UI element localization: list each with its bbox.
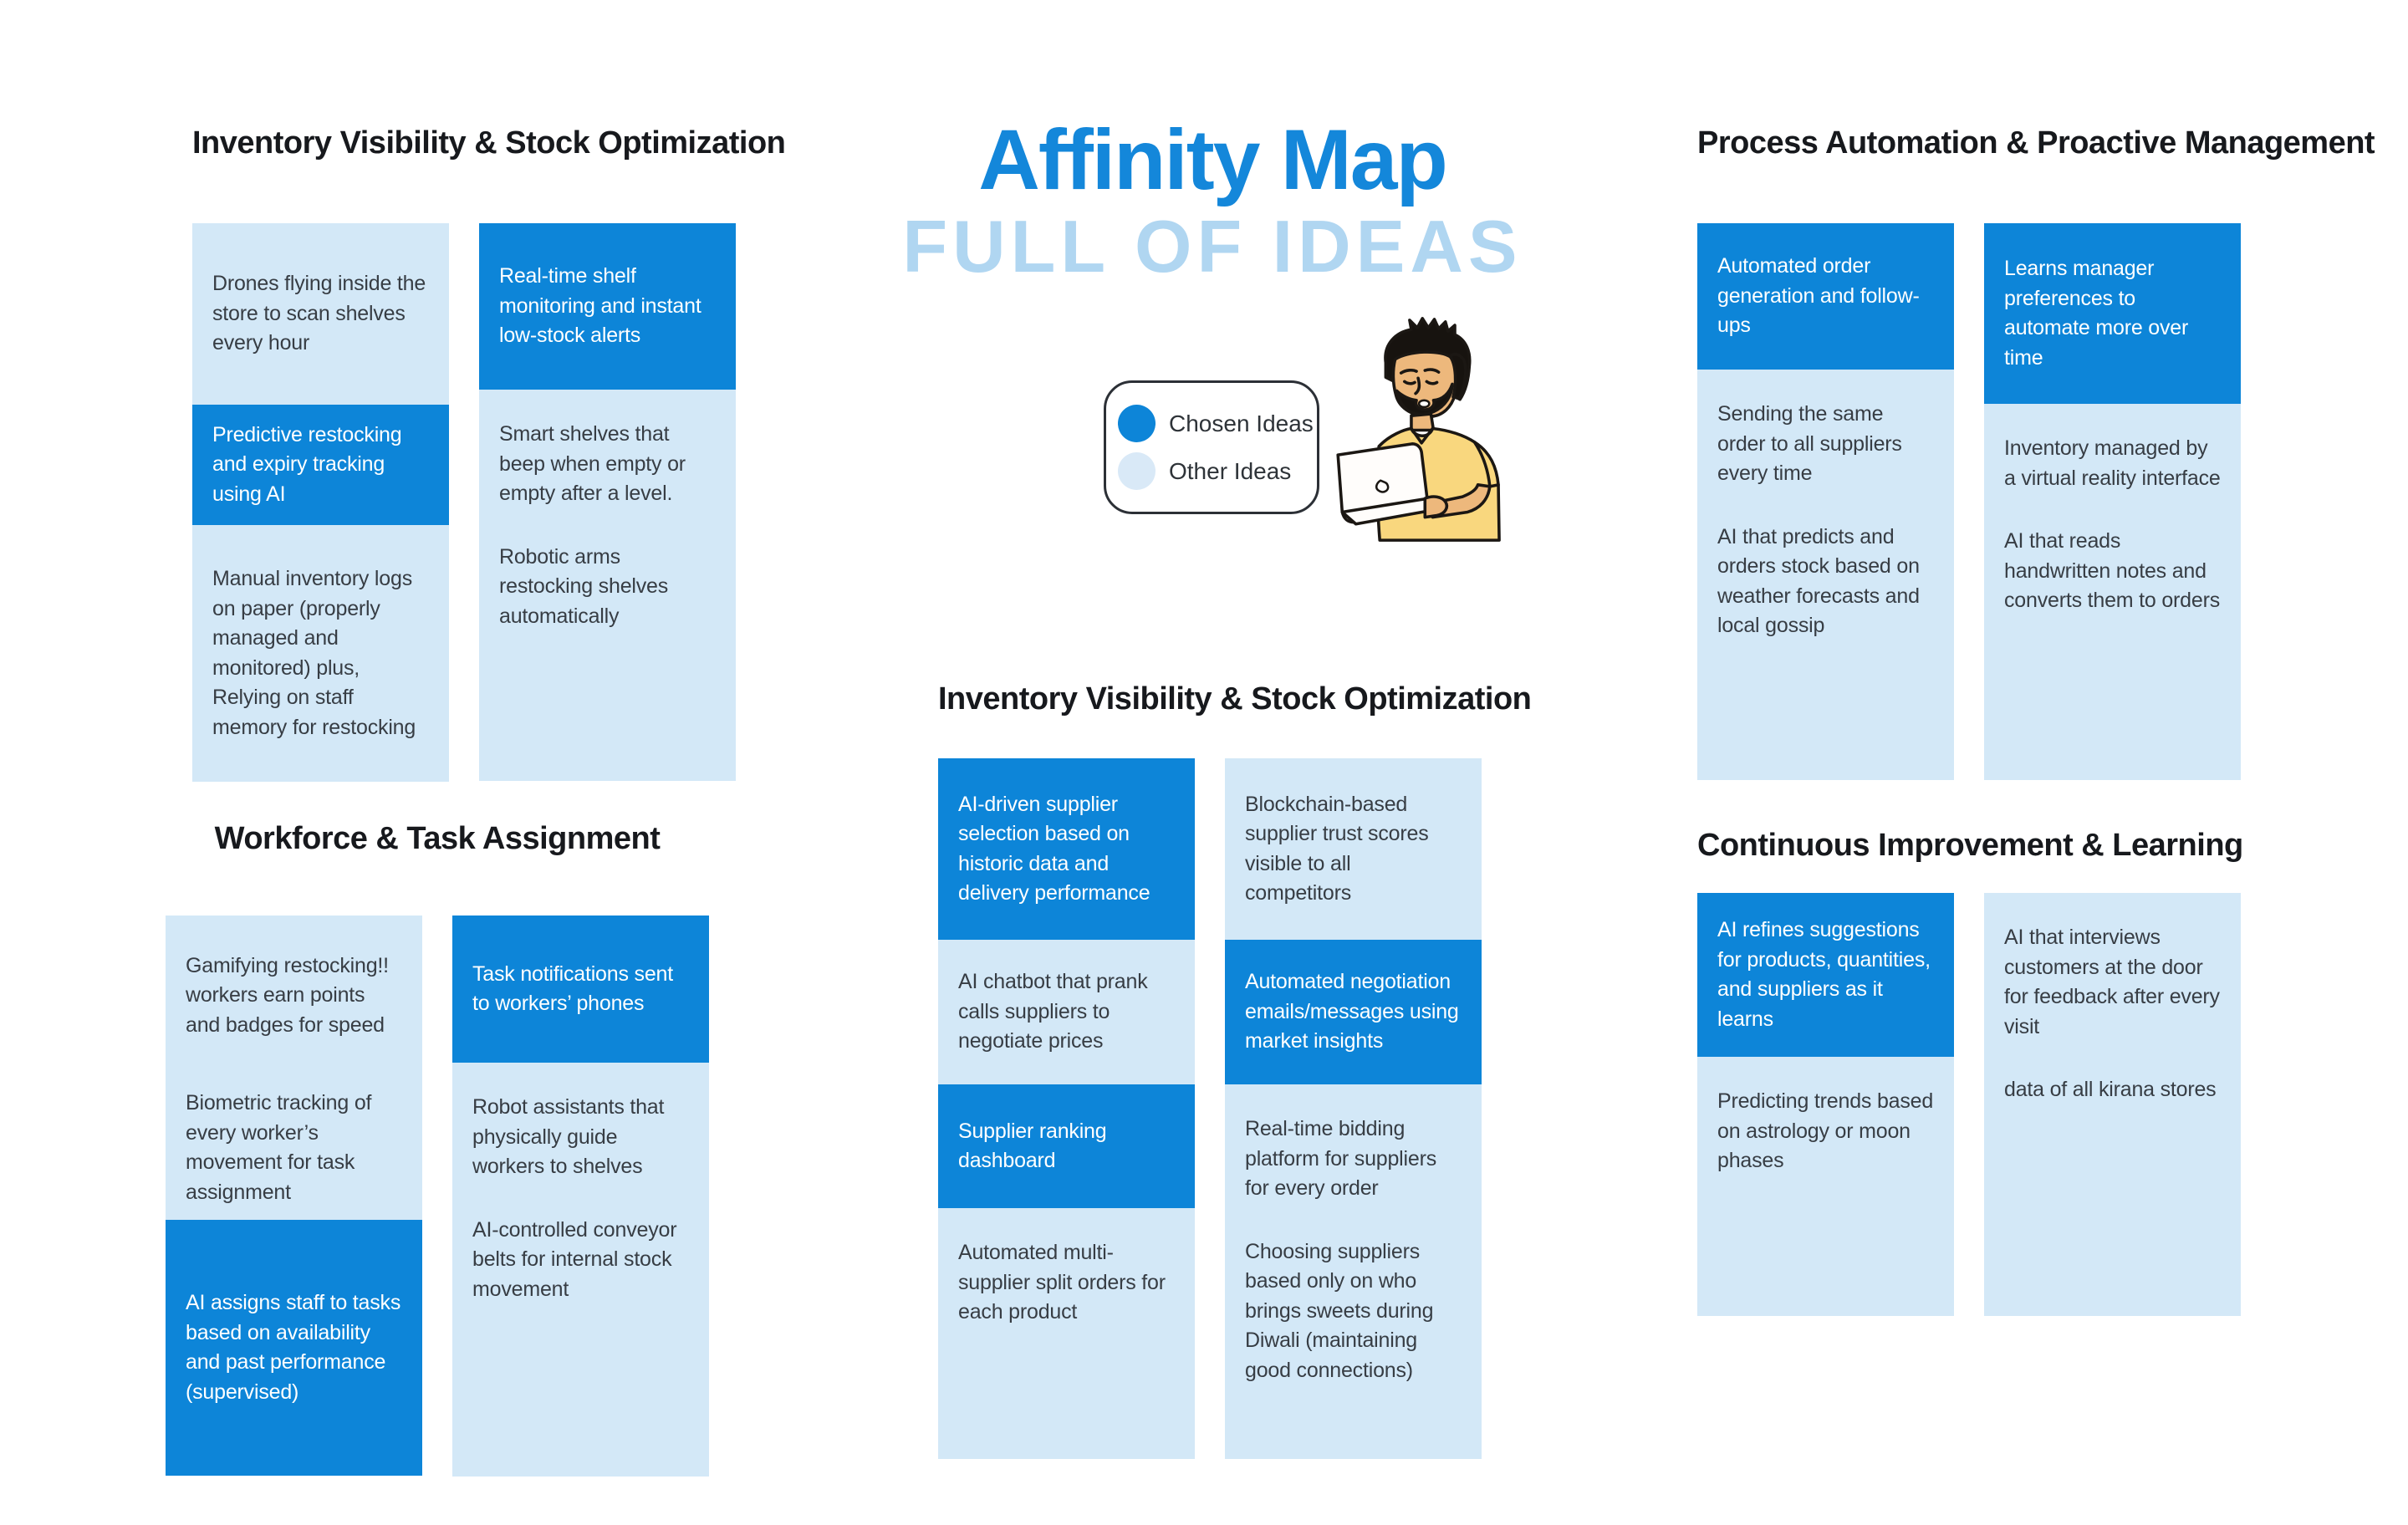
card-column: AI-driven supplier selection based on hi… xyxy=(938,758,1195,1459)
chosen-ideas-dot-icon xyxy=(1118,405,1156,442)
idea-text: Supplier ranking dashboard xyxy=(958,1119,1107,1173)
idea-card-other: Blockchain-based supplier trust scores v… xyxy=(1225,758,1482,940)
card-column: AI refines suggestions for products, qua… xyxy=(1697,893,1954,1316)
idea-text: AI refines suggestions for products, qua… xyxy=(1717,918,1931,1031)
idea-card-other: Manual inventory logs on paper (properly… xyxy=(192,525,449,782)
idea-text: Real-time bidding platform for suppliers… xyxy=(1245,1117,1437,1200)
idea-card-other: Automated multi-supplier split orders fo… xyxy=(938,1208,1195,1459)
idea-card-chosen: Automated negotiation emails/messages us… xyxy=(1225,940,1482,1084)
idea-card-chosen: AI refines suggestions for products, qua… xyxy=(1697,893,1954,1057)
idea-text: Sending the same order to all suppliers … xyxy=(1717,402,1902,485)
idea-text: Robotic arms restocking shelves automati… xyxy=(499,544,669,628)
idea-card-chosen: Supplier ranking dashboard xyxy=(938,1084,1195,1208)
idea-card-other: Gamifying restocking!! workers earn poin… xyxy=(166,916,422,1076)
section-continuous: Continuous Improvement & Learning AI refi… xyxy=(1697,828,2243,1316)
idea-text: Learns manager preferences to automate m… xyxy=(2004,257,2189,370)
legend-other-label: Other Ideas xyxy=(1169,457,1292,484)
page-title: Affinity Map xyxy=(978,112,1448,207)
card-column: AI that interviews customers at the door… xyxy=(1984,893,2241,1316)
idea-text: data of all kirana stores xyxy=(2004,1078,2217,1101)
idea-text: Drones flying inside the store to scan s… xyxy=(212,272,426,355)
idea-text: Automated multi-supplier split orders fo… xyxy=(958,1241,1166,1324)
idea-card-other: Biometric tracking of every worker’s mov… xyxy=(166,1076,422,1220)
idea-text: AI chatbot that prank calls suppliers to… xyxy=(958,970,1148,1053)
idea-text: Task notifications sent to workers’ phon… xyxy=(472,961,673,1016)
card-column: Learns manager preferences to automate m… xyxy=(1984,223,2241,780)
legend-row-other: Other Ideas xyxy=(1118,452,1317,490)
idea-card-chosen: AI-driven supplier selection based on hi… xyxy=(938,758,1195,940)
idea-card-other: Inventory managed by a virtual reality i… xyxy=(1984,404,2241,780)
idea-card-other: Predicting trends based on astrology or … xyxy=(1697,1057,1954,1316)
person-with-laptop-illustration xyxy=(1336,317,1501,542)
idea-card-chosen: Learns manager preferences to automate m… xyxy=(1984,223,2241,404)
idea-text: Blockchain-based supplier trust scores v… xyxy=(1245,792,1429,905)
section-process: Process Automation & Proactive Managemen… xyxy=(1697,125,2375,780)
idea-text: AI that interviews customers at the door… xyxy=(2004,926,2220,1038)
idea-card-chosen: Real-time shelf monitoring and instant l… xyxy=(479,223,736,390)
idea-card-chosen: Predictive restocking and expiry trackin… xyxy=(192,405,449,525)
section-inventory-left: Inventory Visibility & Stock Optimizatio… xyxy=(192,125,786,782)
card-column: Real-time shelf monitoring and instant l… xyxy=(479,223,736,782)
idea-text: Biometric tracking of every worker’s mov… xyxy=(186,1091,372,1204)
card-column: Drones flying inside the store to scan s… xyxy=(192,223,449,782)
idea-text: AI that reads handwritten notes and conv… xyxy=(2004,529,2221,612)
idea-card-other: Robot assistants that physically guide w… xyxy=(452,1063,709,1477)
legend-chosen-label: Chosen Ideas xyxy=(1169,410,1314,436)
legend-row-chosen: Chosen Ideas xyxy=(1118,405,1317,442)
card-column: Task notifications sent to workers’ phon… xyxy=(452,916,709,1477)
section-columns: AI refines suggestions for products, qua… xyxy=(1697,893,2241,1316)
idea-card-other: Real-time bidding platform for suppliers… xyxy=(1225,1084,1482,1459)
section-columns: Drones flying inside the store to scan s… xyxy=(192,223,736,782)
section-title: Inventory Visibility & Stock Optimizatio… xyxy=(192,125,786,161)
card-column: Automated order generation and follow-up… xyxy=(1697,223,1954,780)
idea-text: Predictive restocking and expiry trackin… xyxy=(212,422,402,506)
idea-text: AI-controlled conveyor belts for interna… xyxy=(472,1217,677,1301)
section-title: Workforce & Task Assignment xyxy=(214,821,661,856)
idea-text: Automated order generation and follow-up… xyxy=(1717,254,1920,338)
idea-text: AI that predicts and orders stock based … xyxy=(1717,524,1920,638)
idea-text: Predicting trends based on astrology or … xyxy=(1717,1089,1934,1172)
idea-text: Robot assistants that physically guide w… xyxy=(472,1095,665,1178)
idea-text: Automated negotiation emails/messages us… xyxy=(1245,970,1459,1053)
other-ideas-dot-icon xyxy=(1118,452,1156,490)
idea-text: Real-time shelf monitoring and instant l… xyxy=(499,264,701,348)
idea-text: Smart shelves that beep when empty or em… xyxy=(499,422,686,505)
idea-card-other: Drones flying inside the store to scan s… xyxy=(192,223,449,405)
section-inventory-center: Inventory Visibility & Stock Optimizatio… xyxy=(938,681,1532,1459)
idea-card-other: AI that interviews customers at the door… xyxy=(1984,893,2241,1316)
idea-text: Inventory managed by a virtual reality i… xyxy=(2004,436,2221,490)
idea-text: Choosing suppliers based only on who bri… xyxy=(1245,1239,1434,1382)
card-column: Gamifying restocking!! workers earn poin… xyxy=(166,916,422,1477)
idea-card-chosen: Automated order generation and follow-up… xyxy=(1697,223,1954,370)
idea-card-other: Sending the same order to all suppliers … xyxy=(1697,370,1954,780)
section-title: Inventory Visibility & Stock Optimizatio… xyxy=(938,681,1532,717)
section-columns: AI-driven supplier selection based on hi… xyxy=(938,758,1482,1459)
section-title: Continuous Improvement & Learning xyxy=(1697,828,2243,863)
section-columns: Automated order generation and follow-up… xyxy=(1697,223,2241,780)
idea-card-other: AI chatbot that prank calls suppliers to… xyxy=(938,940,1195,1084)
idea-text: AI-driven supplier selection based on hi… xyxy=(958,792,1150,905)
page-subtitle: FULL OF IDEAS xyxy=(902,205,1523,288)
section-columns: Gamifying restocking!! workers earn poin… xyxy=(166,916,709,1477)
idea-text: AI assigns staff to tasks based on avail… xyxy=(186,1291,401,1404)
idea-card-chosen: Task notifications sent to workers’ phon… xyxy=(452,916,709,1063)
page-title-block: Affinity Map FULL OF IDEAS xyxy=(811,115,1614,283)
idea-text: Gamifying restocking!! workers earn poin… xyxy=(186,953,389,1037)
section-title: Process Automation & Proactive Managemen… xyxy=(1697,125,2375,161)
legend: Chosen Ideas Other Ideas xyxy=(1104,380,1319,514)
idea-card-other: Smart shelves that beep when empty or em… xyxy=(479,390,736,781)
idea-card-chosen: AI assigns staff to tasks based on avail… xyxy=(166,1220,422,1476)
idea-text: Manual inventory logs on paper (properly… xyxy=(212,567,416,739)
card-column: Blockchain-based supplier trust scores v… xyxy=(1225,758,1482,1459)
